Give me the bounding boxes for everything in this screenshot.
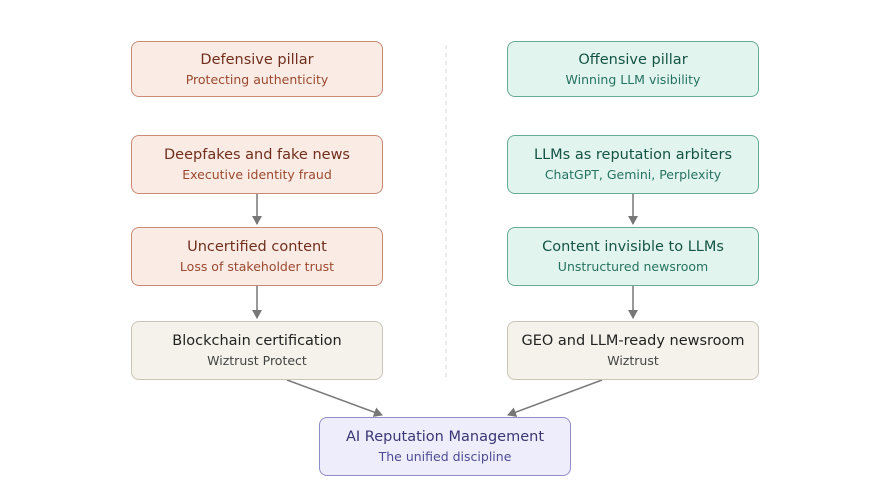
- llms-arbiters-box: LLMs as reputation arbiters ChatGPT, Gem…: [507, 135, 759, 194]
- uncertified-content-subtitle: Loss of stakeholder trust: [179, 259, 335, 274]
- arrow-geo-to-ai: [507, 379, 603, 417]
- blockchain-certification-subtitle: Wiztrust Protect: [207, 353, 307, 368]
- offensive-pillar-box: Offensive pillar Winning LLM visibility: [507, 41, 759, 97]
- geo-newsroom-title: GEO and LLM-ready newsroom: [521, 333, 745, 349]
- defensive-pillar-title: Defensive pillar: [200, 51, 314, 68]
- blockchain-certification-box: Blockchain certification Wiztrust Protec…: [131, 321, 383, 380]
- blockchain-certification-title: Blockchain certification: [172, 333, 342, 349]
- deepfakes-title: Deepfakes and fake news: [164, 147, 350, 163]
- offensive-pillar-title: Offensive pillar: [578, 51, 688, 68]
- arrow-blockchain-to-ai: [286, 379, 383, 417]
- content-invisible-subtitle: Unstructured newsroom: [557, 259, 709, 274]
- offensive-pillar-subtitle: Winning LLM visibility: [565, 71, 701, 87]
- deepfakes-box: Deepfakes and fake news Executive identi…: [131, 135, 383, 194]
- ai-reputation-management-subtitle: The unified discipline: [378, 449, 512, 464]
- content-invisible-title: Content invisible to LLMs: [542, 239, 724, 255]
- uncertified-content-box: Uncertified content Loss of stakeholder …: [131, 227, 383, 286]
- defensive-pillar-box: Defensive pillar Protecting authenticity: [131, 41, 383, 97]
- defensive-pillar-subtitle: Protecting authenticity: [185, 71, 329, 87]
- geo-newsroom-subtitle: Wiztrust: [607, 353, 659, 368]
- ai-reputation-management-title: AI Reputation Management: [345, 429, 544, 445]
- uncertified-content-title: Uncertified content: [187, 239, 327, 255]
- geo-newsroom-box: GEO and LLM-ready newsroom Wiztrust: [507, 321, 759, 380]
- llms-arbiters-title: LLMs as reputation arbiters: [534, 147, 732, 163]
- ai-reputation-management-box: AI Reputation Management The unified dis…: [319, 417, 571, 476]
- content-invisible-box: Content invisible to LLMs Unstructured n…: [507, 227, 759, 286]
- deepfakes-subtitle: Executive identity fraud: [182, 167, 332, 182]
- llms-arbiters-subtitle: ChatGPT, Gemini, Perplexity: [544, 167, 722, 182]
